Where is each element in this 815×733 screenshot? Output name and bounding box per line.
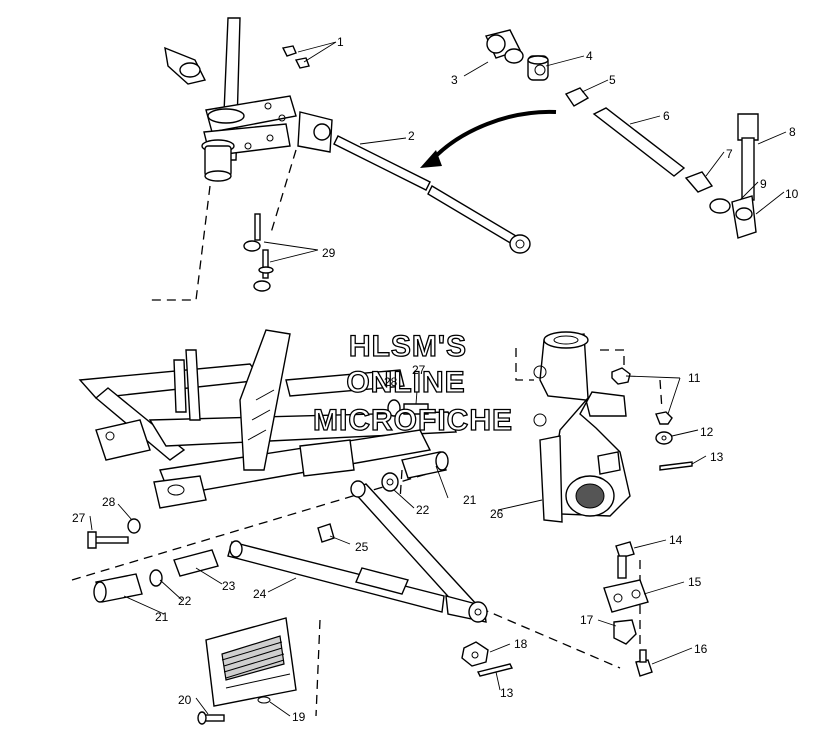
callout-22-left: 22 [178,594,192,608]
callout-14: 14 [669,533,683,547]
callout-6: 6 [663,109,670,123]
callout-5: 5 [609,73,616,87]
callout-18: 18 [514,637,528,651]
guide-lines-top [150,149,297,301]
tie-rod-end-kit [485,29,759,239]
callout-10: 10 [785,187,799,201]
bolt-part-20 [197,711,225,725]
guide-lines-bottom [71,348,663,717]
steering-post [164,17,297,182]
callout-12: 12 [700,425,714,439]
callout-27-left: 27 [72,511,86,525]
nut-part-11 [611,367,673,425]
callout-29: 29 [322,246,336,260]
ball-joint-assembly [603,541,653,677]
bolt-part-29 [243,213,274,292]
frame [78,329,458,509]
pivot-hardware [87,399,449,603]
callout-22-right: 22 [416,503,430,517]
callout-15: 15 [688,575,702,589]
nut-part-1 [281,45,310,69]
callout-28-top: 28 [384,375,398,389]
callout-21-right: 21 [463,493,477,507]
callout-20: 20 [178,693,192,707]
callout-25: 25 [355,540,369,554]
callout-11: 11 [688,371,701,385]
callout-28-left: 28 [102,495,116,509]
skid-plate [205,617,297,707]
callout-4: 4 [586,49,593,63]
callout-26: 26 [490,507,504,521]
callout-labels: 1 2 3 4 5 6 7 8 9 10 11 12 13 13 14 15 1… [72,35,799,724]
callout-8: 8 [789,125,796,139]
callout-7: 7 [726,147,733,161]
watermark-line-2: ONLINE [346,366,465,399]
callout-13-upper: 13 [710,450,724,464]
assembly-arrow [420,109,557,168]
callout-19: 19 [292,710,306,724]
spindle-knuckle [533,331,631,523]
watermark-line-3: MICROFICHE [313,404,513,437]
callout-3: 3 [451,73,458,87]
tie-rod [297,111,531,254]
callout-21-left: 21 [155,610,169,624]
callout-27-top: 27 [412,363,426,377]
callout-16: 16 [694,642,708,656]
cotter-pin-13-upper [659,461,693,471]
watermark: HLSM'S ONLINE MICROFICHE [312,329,513,437]
callout-1: 1 [337,35,344,49]
callout-13-lower: 13 [500,686,514,700]
washer-part-12 [655,431,673,445]
callout-17: 17 [580,613,594,627]
nut-part-18 [461,641,489,667]
callout-24: 24 [253,587,267,601]
callout-2: 2 [408,129,415,143]
callout-23: 23 [222,579,236,593]
watermark-line-1: HLSM'S [349,330,467,363]
callout-9: 9 [760,177,767,191]
cotter-pin-13-lower [476,663,514,677]
leader-lines [89,41,787,717]
a-arm [227,480,488,623]
